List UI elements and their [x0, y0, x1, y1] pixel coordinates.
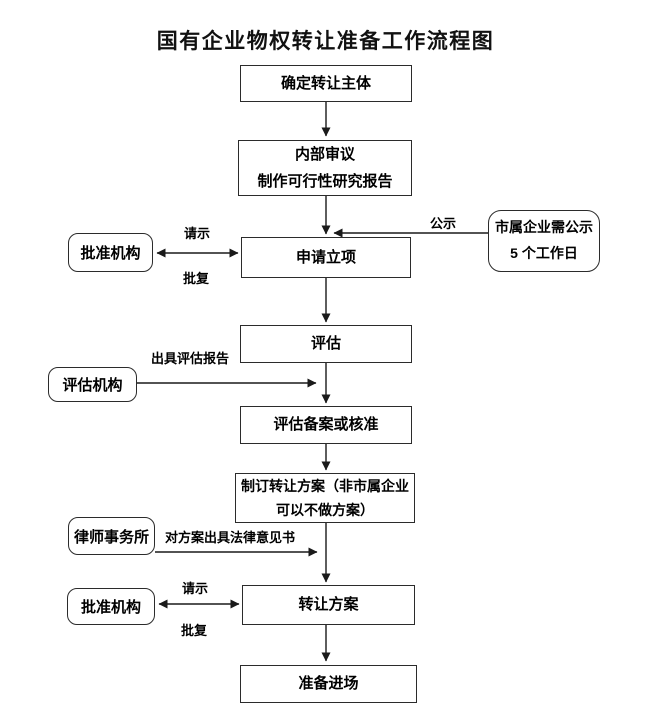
edge-label-issue-eval-report: 出具评估报告: [150, 351, 229, 366]
edge-label-legal-opinion: 对方案出具法律意见书: [164, 530, 295, 545]
edge-label-request-bottom: 请示: [181, 581, 208, 596]
side-box-label: 批准机构: [80, 599, 141, 616]
side-box-label-line1: 市属企业需公示: [495, 219, 593, 236]
side-box-law-firm: 律师事务所: [68, 517, 155, 555]
flow-box-prepare-entry: 准备进场: [240, 665, 417, 703]
flow-box-draft-plan: 制订转让方案（非市属企业 可以不做方案）: [235, 473, 415, 523]
flow-box-label-line2: 制作可行性研究报告: [257, 172, 393, 190]
flow-box-apply-project: 申请立项: [241, 237, 411, 278]
flow-box-evaluate: 评估: [240, 325, 412, 363]
flow-box-label: 转让方案: [298, 596, 359, 614]
side-box-label: 律师事务所: [73, 528, 149, 546]
flow-box-internal-review: 内部审议 制作可行性研究报告: [238, 140, 412, 196]
flow-box-label-line2: 可以不做方案）: [276, 502, 374, 518]
edge-label-reply-bottom: 批复: [180, 623, 207, 638]
edge-label-public-notice: 公示: [429, 216, 456, 231]
flow-box-label-line1: 内部审议: [294, 145, 355, 163]
edge-label-request-top: 请示: [183, 226, 210, 241]
flow-box-label: 准备进场: [298, 675, 359, 693]
flow-box-determine-subject: 确定转让主体: [240, 65, 412, 102]
flow-box-evaluation-filing: 评估备案或核准: [240, 406, 412, 444]
side-box-label-line2: 5 个工作日: [510, 245, 578, 261]
side-box-label: 批准机构: [80, 245, 141, 262]
side-box-approval-org-top: 批准机构: [68, 233, 153, 272]
edge-label-reply-top: 批复: [182, 271, 209, 286]
side-box-evaluation-org: 评估机构: [48, 367, 137, 402]
flow-box-label: 申请立项: [295, 248, 356, 266]
side-box-public-notice: 市属企业需公示 5 个工作日: [488, 210, 600, 272]
flow-box-label: 评估: [310, 335, 341, 353]
page-title: 国有企业物权转让准备工作流程图: [156, 30, 495, 53]
side-box-approval-org-bottom: 批准机构: [67, 588, 155, 625]
flow-box-transfer-plan: 转让方案: [242, 585, 415, 625]
flow-box-label: 确定转让主体: [280, 74, 371, 92]
side-box-label: 评估机构: [62, 377, 123, 394]
flow-box-label-line1: 制订转让方案（非市属企业: [241, 477, 409, 494]
flow-box-label: 评估备案或核准: [273, 416, 379, 434]
